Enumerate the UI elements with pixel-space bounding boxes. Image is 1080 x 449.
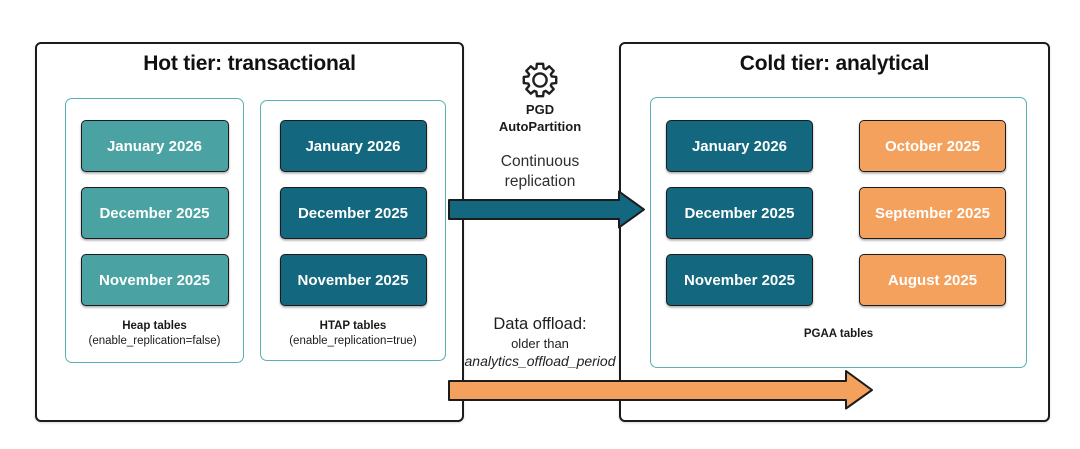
htap-tables-sublabel: (enable_replication=true) <box>289 335 417 347</box>
pgd-label-line1: PGD <box>525 102 555 117</box>
pgaa-tables-group: January 2026 December 2025 November 2025… <box>650 97 1027 368</box>
pgaa-tables-label: PGAA tables <box>803 328 874 340</box>
replication-label-line1: Continuous <box>500 153 580 170</box>
partition-label: January 2026 <box>691 137 788 155</box>
offload-label-title: Data offload: <box>493 315 587 333</box>
partition-box-htap-nov: November 2025 <box>279 254 427 306</box>
partition-label: September 2025 <box>874 204 991 222</box>
partition-label: December 2025 <box>99 204 210 222</box>
partition-label: December 2025 <box>297 204 409 222</box>
partition-label: November 2025 <box>684 271 795 289</box>
heap-tables-group: January 2026 December 2025 November 2025… <box>65 98 244 363</box>
cold-teal-column: January 2026 December 2025 November 2025 <box>666 120 813 306</box>
gear-icon <box>522 62 558 98</box>
partition-label: December 2025 <box>684 204 795 222</box>
partition-box-cold-jan: January 2026 <box>666 120 813 172</box>
partition-box-htap-jan: January 2026 <box>279 120 427 172</box>
partition-box-heap-nov: November 2025 <box>80 254 229 306</box>
partition-box-htap-dec: December 2025 <box>279 187 427 239</box>
partition-box-heap-jan: January 2026 <box>80 120 229 172</box>
htap-tables-label: HTAP tables <box>319 320 387 332</box>
replication-label-line2: replication <box>504 173 576 190</box>
continuous-replication-arrow <box>448 190 645 229</box>
cold-tier-title: Cold tier: analytical <box>739 52 930 75</box>
partition-label: October 2025 <box>884 137 981 155</box>
cold-tier-box: Cold tier: analytical January 2026 Decem… <box>619 42 1050 422</box>
hot-tier-title: Hot tier: transactional <box>143 52 356 75</box>
partition-label: November 2025 <box>297 271 409 289</box>
cold-orange-column: October 2025 September 2025 August 2025 <box>859 120 1006 306</box>
pgd-autopartition-label: PGD AutoPartition <box>499 101 581 135</box>
partition-label: August 2025 <box>887 271 978 289</box>
partition-label: November 2025 <box>99 271 210 289</box>
hot-tier-box: Hot tier: transactional January 2026 Dec… <box>35 42 464 422</box>
partition-box-cold-nov: November 2025 <box>666 254 813 306</box>
continuous-replication-label: Continuous replication <box>501 152 579 192</box>
partition-box-cold-sep: September 2025 <box>859 187 1006 239</box>
offload-label-line2: older than <box>511 336 569 351</box>
offload-parameter-name: analytics_offload_period <box>464 353 616 369</box>
partition-box-cold-aug: August 2025 <box>859 254 1006 306</box>
heap-tables-sublabel: (enable_replication=false) <box>88 335 221 347</box>
partition-label: January 2026 <box>106 137 203 155</box>
htap-tables-group: January 2026 December 2025 November 2025… <box>260 100 446 361</box>
partition-box-cold-dec: December 2025 <box>666 187 813 239</box>
pgd-label-line2: AutoPartition <box>498 119 582 134</box>
partition-box-cold-oct: October 2025 <box>859 120 1006 172</box>
partition-label: January 2026 <box>305 137 401 155</box>
data-offload-label: Data offload: older than analytics_offlo… <box>465 314 616 371</box>
partition-box-heap-dec: December 2025 <box>80 187 229 239</box>
heap-tables-label: Heap tables <box>122 320 187 332</box>
